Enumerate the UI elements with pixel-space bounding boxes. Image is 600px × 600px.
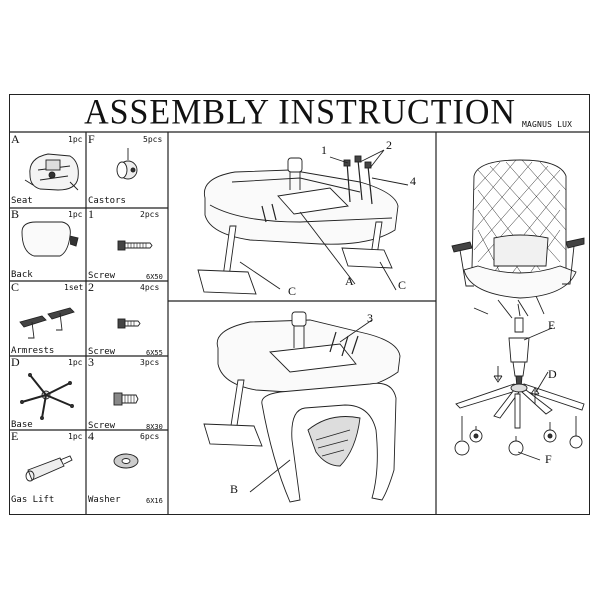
armrests-icon: [19, 307, 75, 339]
base-icon: [20, 373, 74, 420]
part-qty-a: 1pc: [68, 135, 83, 144]
callout-1: 1: [321, 143, 327, 157]
part-qty-e: 1pc: [68, 432, 83, 441]
part-qty-b: 1pc: [68, 210, 83, 219]
part-name-4: Washer: [88, 495, 121, 505]
part-letter-c: C: [11, 280, 20, 294]
part-icons: [19, 148, 153, 482]
part-qty-2: 4pcs: [140, 283, 160, 292]
screw-8x30-icon: [113, 392, 139, 406]
gas-lift-icon: [25, 455, 73, 482]
callout-4: 4: [410, 174, 416, 188]
part-qty-1: 2pcs: [140, 210, 160, 219]
callout-a: A: [345, 274, 354, 288]
callout-c-right: C: [398, 278, 407, 292]
part-name-2: Screw: [88, 347, 116, 357]
callout-2: 2: [386, 138, 392, 152]
part-name-f: Castors: [88, 196, 126, 206]
part-qty-d: 1pc: [68, 358, 83, 367]
part-name-d: Base: [11, 420, 33, 430]
instruction-sheet: [9, 94, 590, 515]
screw-6x50-icon: [117, 240, 153, 251]
part-letter-a: A: [11, 132, 20, 146]
part-qty-4: 6pcs: [140, 432, 160, 441]
part-size-2: 6X55: [146, 349, 163, 357]
seat-icon: [24, 153, 79, 191]
part-letter-3: 3: [88, 355, 94, 369]
part-name-3: Screw: [88, 421, 116, 431]
back-icon: [21, 221, 79, 257]
callout-b: B: [230, 482, 239, 496]
part-qty-f: 5pcs: [143, 135, 163, 144]
part-name-b: Back: [11, 270, 33, 280]
callout-c-left: C: [288, 284, 297, 298]
washer-icon: [113, 453, 139, 469]
part-letter-4: 4: [88, 429, 94, 443]
part-letter-f: F: [88, 132, 95, 146]
part-name-c: Armrests: [11, 346, 55, 356]
frame-lines: [9, 131, 590, 515]
part-letter-1: 1: [88, 207, 94, 221]
part-letter-e: E: [11, 429, 19, 443]
callout-e: E: [548, 318, 556, 332]
part-size-4: 6X16: [146, 497, 163, 505]
part-size-1: 6X50: [146, 273, 163, 281]
part-letter-2: 2: [88, 280, 94, 294]
part-name-a: Seat: [11, 196, 33, 206]
callout-3: 3: [367, 311, 373, 325]
part-qty-3: 3pcs: [140, 358, 160, 367]
step2-drawing: [203, 311, 401, 503]
step1-drawing: [197, 149, 409, 295]
part-size-3: 8X30: [146, 423, 163, 431]
part-letter-d: D: [11, 355, 20, 369]
page-title: ASSEMBLY INSTRUCTION: [84, 93, 516, 132]
step3-drawing: [451, 159, 585, 461]
part-name-1: Screw: [88, 271, 116, 281]
part-name-e: Gas Lift: [11, 495, 55, 505]
model-name: MAGNUS LUX: [522, 120, 573, 129]
part-letter-b: B: [11, 207, 20, 221]
callout-d: D: [548, 367, 557, 381]
callout-f: F: [545, 452, 552, 466]
part-qty-c: 1set: [64, 283, 84, 292]
screw-6x55-icon: [117, 318, 141, 329]
castor-icon: [116, 148, 138, 180]
